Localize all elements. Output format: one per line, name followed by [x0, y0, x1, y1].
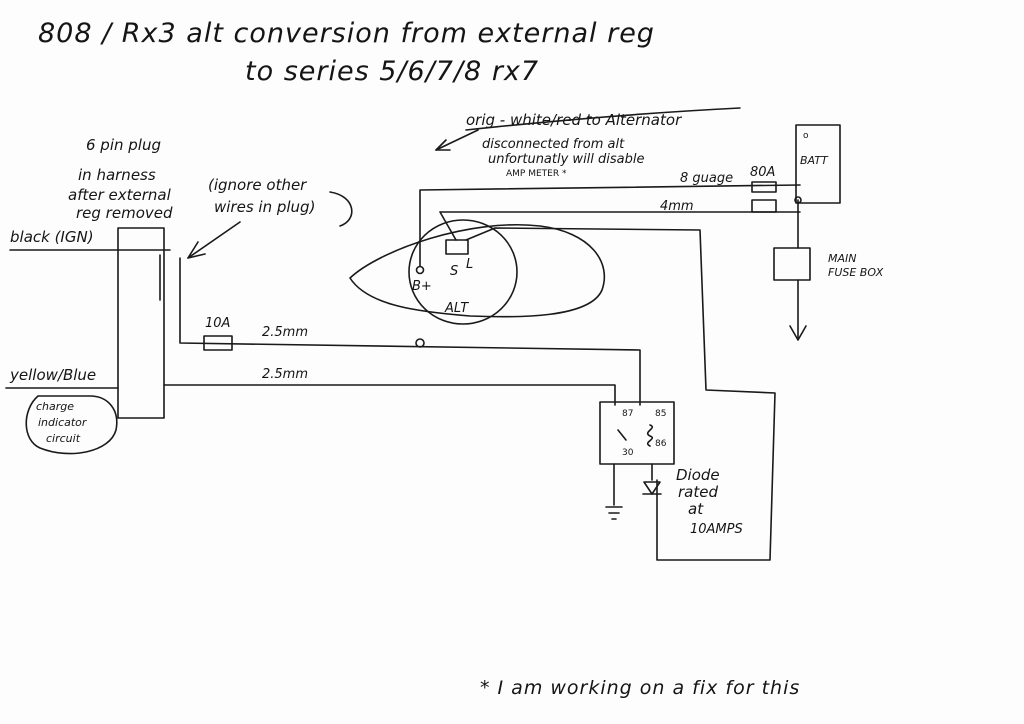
relay	[599, 401, 675, 465]
ground-symbol	[605, 506, 623, 520]
charge-label-2: indicator	[38, 416, 88, 429]
orig-wire-arrow	[435, 129, 479, 151]
yellow-blue-label: yellow/Blue	[9, 366, 96, 384]
charge-label-1: charge	[36, 400, 74, 413]
plug-note-2: in harness	[78, 166, 156, 184]
footnote: * I am working on a fix for this	[480, 677, 800, 699]
diode-label-2: rated	[678, 483, 718, 501]
orig-wire-underline	[465, 107, 741, 131]
alternator-s-label: S	[450, 264, 458, 279]
plug-arrow-head	[187, 241, 206, 259]
gauge-8-label: 8 guage	[680, 171, 733, 186]
diode-label-1: Diode	[676, 466, 720, 484]
main-fuse-box-label-1: MAIN	[828, 252, 857, 265]
charge-circuit-outline	[25, 395, 118, 455]
alternator-label: ALT	[444, 301, 469, 316]
disconnected-note-1: disconnected from alt	[482, 137, 625, 152]
fuse-80a-label: 80A	[750, 165, 775, 180]
relay-pin-86: 86	[655, 439, 667, 449]
diode-label-4: 10AMPS	[690, 522, 743, 537]
diode-label-3: at	[688, 500, 704, 518]
relay-pin-87: 87	[622, 409, 633, 419]
yellow-wire-to-relay	[163, 384, 616, 406]
ign-wire-to-relay	[179, 257, 641, 406]
l-wire-loop	[465, 227, 776, 561]
gauge-label-2: 2.5mm	[262, 367, 308, 382]
alternator-s-l-plug	[445, 239, 469, 255]
plug-arrow	[187, 221, 241, 259]
plug-note-1: 6 pin plug	[86, 136, 161, 154]
orig-wire-arrow-head	[435, 139, 451, 151]
main-fuse-box-label-2: FUSE BOX	[828, 266, 884, 279]
fuse-small	[751, 199, 777, 213]
disconnected-note-3: AMP METER *	[506, 169, 567, 179]
b-plus-8-gauge-wire	[419, 184, 801, 267]
wire-splice-mark	[415, 338, 425, 348]
fuse-box-arrow-head	[789, 325, 807, 341]
alternator-b-plus-terminal	[415, 265, 425, 275]
relay-switch	[617, 429, 627, 441]
diode-symbol	[643, 481, 661, 495]
relay-pin-30: 30	[622, 448, 634, 458]
plug-note-3: after external	[68, 186, 172, 204]
alternator-outline	[349, 224, 606, 318]
fuse-80a	[751, 181, 777, 193]
disconnected-note-2: unfortunatly will disable	[488, 152, 645, 167]
main-fuse-box	[773, 247, 811, 281]
battery-positive-marker: o	[803, 131, 809, 141]
relay-coil	[646, 424, 654, 447]
charge-label-3: circuit	[46, 432, 81, 445]
ignore-bracket	[329, 191, 353, 227]
ignore-note-1: (ignore other	[208, 176, 307, 194]
relay-pin-85: 85	[655, 409, 666, 419]
battery	[795, 124, 841, 204]
gauge-label-1: 2.5mm	[262, 325, 308, 340]
fuse-10a-label: 10A	[205, 316, 230, 331]
plug-note-4: reg removed	[76, 204, 173, 222]
title-line-2: to series 5/6/7/8 rx7	[245, 56, 539, 87]
ignore-note-2: wires in plug)	[214, 198, 315, 216]
fuse-10a	[203, 335, 233, 351]
s-sense-4mm-wire	[439, 211, 801, 241]
six-pin-plug	[117, 227, 165, 419]
title-line-1: 808 / Rx3 alt conversion from external r…	[38, 18, 655, 49]
gauge-4-label: 4mm	[660, 199, 694, 214]
alternator-b-plus-label: B+	[412, 279, 432, 294]
black-ign-label: black (IGN)	[10, 228, 94, 246]
alternator-body	[408, 219, 518, 325]
battery-label: BATT	[800, 154, 829, 167]
alternator-l-label: L	[466, 257, 473, 272]
